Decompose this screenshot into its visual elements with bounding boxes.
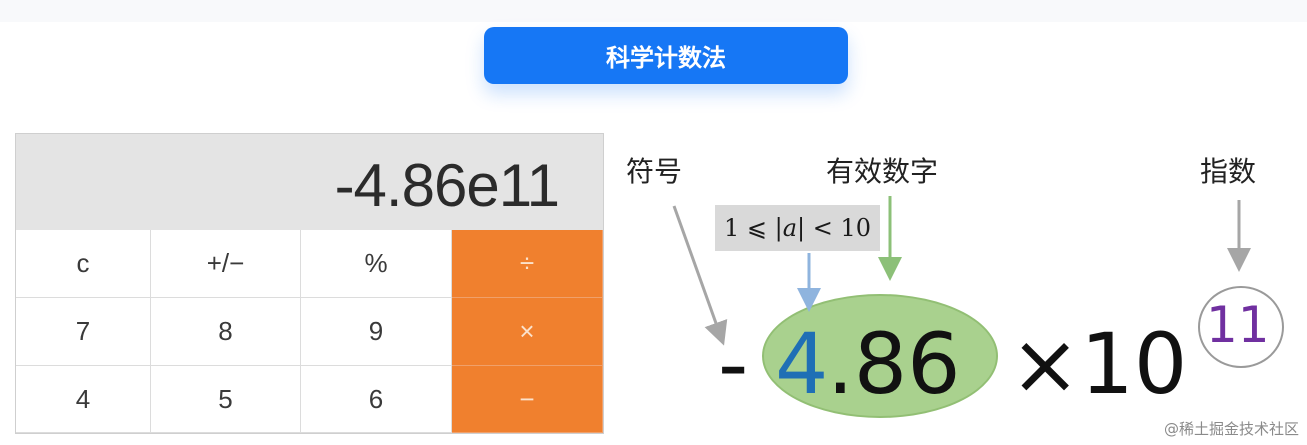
exponent-label: 指数 [1200,155,1257,188]
expression-times-base: ×10 [1010,315,1188,413]
digit-6-key[interactable]: 6 [301,366,452,433]
expression-rest-digits: .86 [827,315,961,413]
calculator: -4.86e11 c +/− % ÷ 7 8 9 × 4 5 6 − [15,133,604,434]
digit-7-key[interactable]: 7 [16,298,151,366]
clear-key[interactable]: c [16,230,151,298]
percent-key[interactable]: % [301,230,452,298]
digit-9-key[interactable]: 9 [301,298,452,366]
significand-label: 有效数字 [826,155,939,188]
digit-5-key[interactable]: 5 [151,366,301,433]
digit-8-key[interactable]: 8 [151,298,301,366]
divide-key[interactable]: ÷ [452,230,603,298]
range-left: 1 ⩽ | [723,214,783,242]
digit-4-key[interactable]: 4 [16,366,151,433]
multiply-key[interactable]: × [452,298,603,366]
expression-lead-digit: 4 [775,315,829,413]
range-variable: a [782,214,798,242]
range-right: | < 10 [797,214,872,242]
top-strip [0,0,1307,22]
significand-highlight [762,294,998,418]
plus-minus-key[interactable]: +/− [151,230,301,298]
page-title: 科学计数法 [484,27,848,84]
exponent-circle [1198,286,1284,368]
minus-key[interactable]: − [452,366,603,433]
range-condition: 1 ⩽ |a| < 10 [715,205,880,251]
expression-exponent: 11 [1206,296,1270,354]
sign-label: 符号 [626,155,683,188]
calculator-display: -4.86e11 [16,134,603,230]
watermark: @稀土掘金技术社区 [1163,420,1299,438]
sign-arrow [672,205,728,346]
